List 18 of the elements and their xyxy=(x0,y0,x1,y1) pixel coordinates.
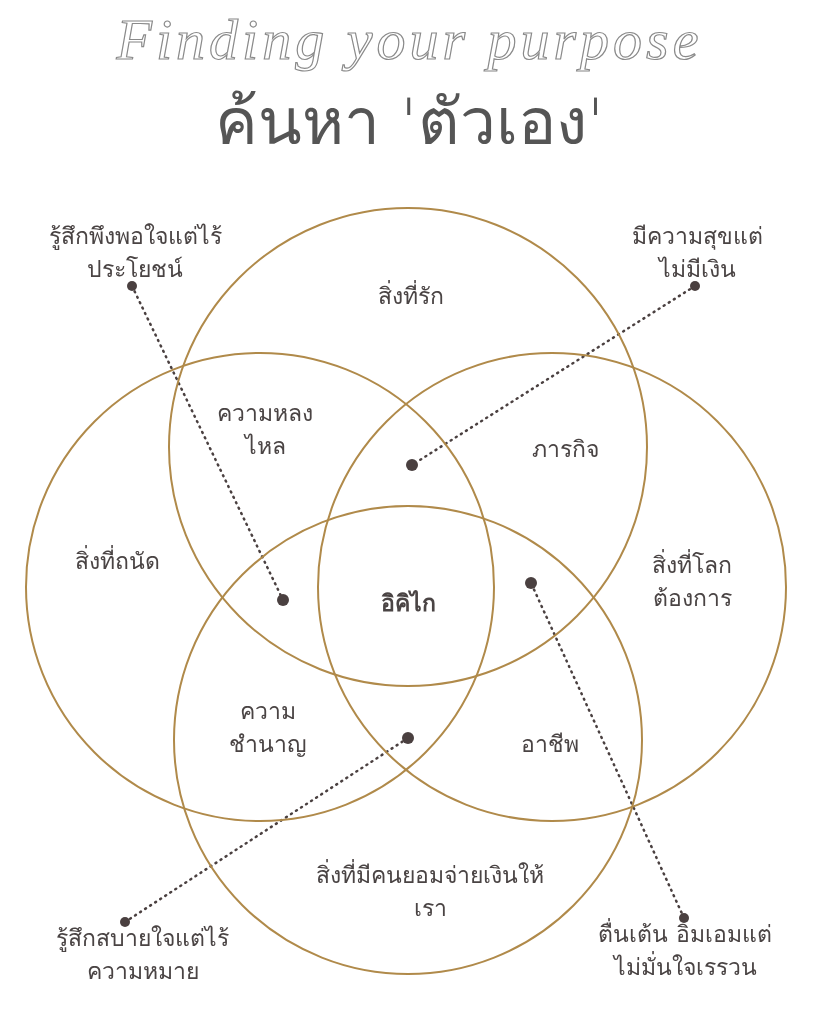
region-label: ความชำนาญ xyxy=(228,696,308,759)
subtitle: ค้นหา 'ตัวเอง' xyxy=(214,84,605,161)
circle-label: สิ่งที่รัก xyxy=(311,280,511,314)
annotation-text: รู้สึกสบายใจแต่ไร้ความหมาย xyxy=(25,922,260,989)
region-label: อาชีพ xyxy=(520,730,580,760)
region-label: ความหลงไหล xyxy=(216,398,314,461)
annotation-text: ตื่นเต้น อิ่มเอมแต่ไม่มั่นใจเรรวน xyxy=(585,918,785,985)
circle-label: สิ่งที่มีคนยอมจ่ายเงินให้เรา xyxy=(315,858,545,923)
leader-line xyxy=(127,281,282,596)
circle-label: สิ่งที่ถนัด xyxy=(47,545,187,579)
annotation-text: รู้สึกพึงพอใจแต่ไร้ประโยชน์ xyxy=(25,220,245,287)
title: Finding your purpose xyxy=(116,6,703,74)
region-label: อิคิไก xyxy=(379,589,437,619)
leader-line xyxy=(120,740,405,927)
leader-line xyxy=(532,587,689,923)
region-label: ภารกิจ xyxy=(530,435,600,465)
annotation-text: มีความสุขแต่ไม่มีเงิน xyxy=(600,220,795,287)
circle-label: สิ่งที่โลกต้องการ xyxy=(651,548,733,613)
